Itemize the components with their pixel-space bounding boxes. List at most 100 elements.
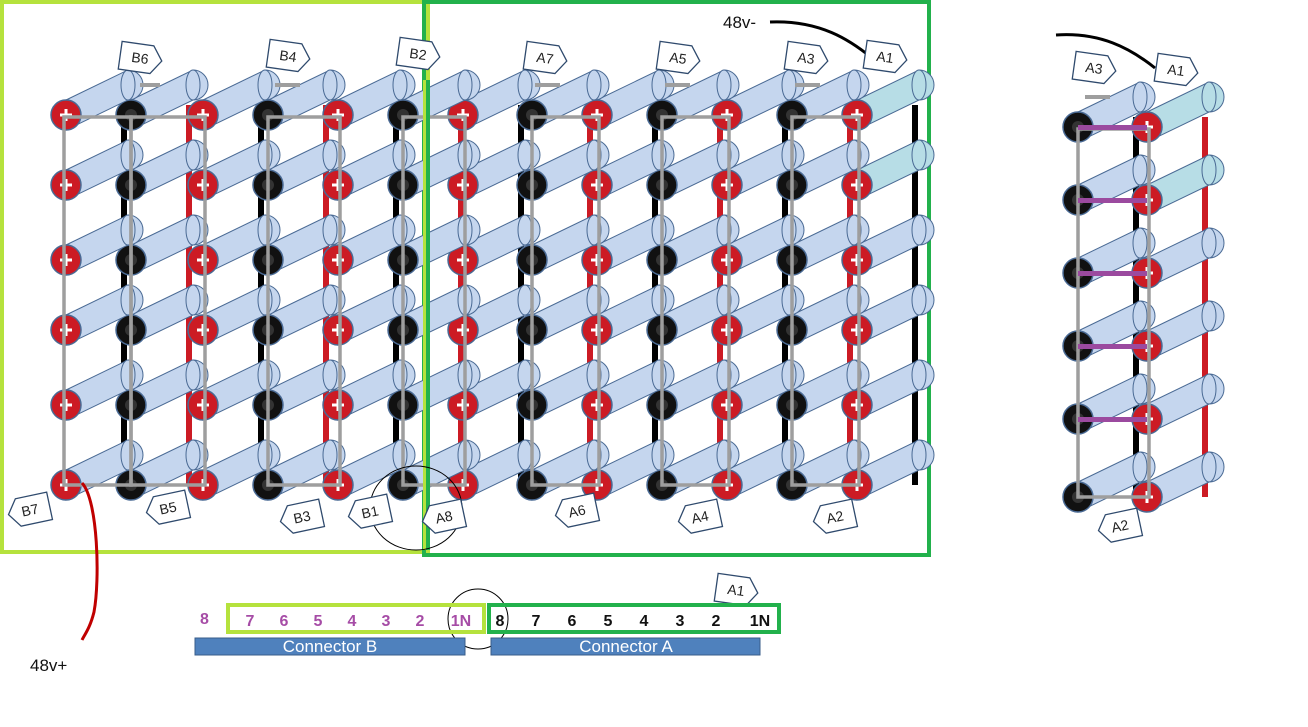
cell-far-end [781, 284, 797, 316]
battery-cell [387, 284, 481, 346]
battery-cell [646, 214, 740, 276]
tag-label: A2 [825, 507, 845, 526]
connector-a-pin: 3 [676, 613, 685, 630]
battery-cell [776, 69, 870, 131]
cell-far-end [322, 359, 338, 391]
parallel-link [1078, 125, 1147, 130]
bus-bar [401, 115, 467, 487]
cell-far-end [257, 439, 273, 471]
cell-far-end [651, 214, 667, 246]
cell-far-end [716, 69, 732, 101]
plus-sign-v [336, 399, 340, 411]
cell-far-end [185, 139, 201, 171]
negative-voltage-label: 48v- [723, 13, 756, 32]
cell-far-end [185, 284, 201, 316]
connector-b-pin: 3 [382, 613, 391, 630]
plus-sign-v [855, 109, 859, 121]
connector-b-pin: 2 [416, 613, 425, 630]
connector-b-pin: 5 [314, 613, 323, 630]
tag-shape [713, 572, 759, 607]
cell-group-tag: A1 [713, 572, 759, 607]
cell-far-end [781, 439, 797, 471]
cell-far-end [911, 139, 927, 171]
cell-far-end [120, 284, 136, 316]
cell-group-tag: B1 [347, 493, 394, 529]
bus-bar [129, 115, 207, 487]
negative-lead-wire [769, 20, 873, 60]
cell-far-end [1201, 81, 1217, 113]
plus-sign-v [855, 254, 859, 266]
plus-sign-v [461, 109, 465, 121]
plus-sign-v [725, 179, 729, 191]
cell-far-end [257, 214, 273, 246]
bus-bar [660, 115, 731, 487]
cell-far-end [392, 359, 408, 391]
tag-shape [677, 498, 724, 534]
cell-group-tag: B4 [265, 38, 311, 73]
battery-cell [841, 139, 935, 201]
cell-far-end [517, 139, 533, 171]
bus-bar [266, 115, 342, 487]
cell-far-end [322, 439, 338, 471]
tag-label: B3 [292, 507, 312, 526]
battery-cell [711, 69, 805, 131]
connector-a-bar [490, 637, 761, 656]
battery-cell [841, 359, 935, 421]
battery-cell [322, 69, 416, 131]
cell-far-end [1201, 300, 1217, 332]
tag-label: A5 [668, 49, 687, 67]
tag-label: B2 [408, 45, 427, 63]
cell-far-end [651, 439, 667, 471]
battery-cell [115, 69, 209, 131]
plus-sign-v [725, 399, 729, 411]
tag-shape [145, 489, 192, 525]
top-bus-link [140, 83, 160, 87]
connector-b-bar [194, 637, 466, 656]
cell-far-end [257, 139, 273, 171]
cell-far-end [257, 69, 273, 101]
top-bus-link [665, 83, 690, 87]
connector-a-pin: 2 [712, 613, 721, 630]
battery-cell [252, 214, 346, 276]
tag-label: B4 [278, 47, 297, 65]
cell-far-end [457, 69, 473, 101]
cell-far-end [257, 359, 273, 391]
battery-cell [711, 359, 805, 421]
cell-far-end [517, 214, 533, 246]
tag-label: A1 [726, 581, 745, 599]
plus-sign-v [336, 179, 340, 191]
battery-cell [841, 284, 935, 346]
top-bus-link [535, 83, 560, 87]
battery-cell [387, 69, 481, 131]
parallel-link [1078, 417, 1147, 422]
cell-far-end [322, 214, 338, 246]
connector-a-pin: 8 [496, 613, 505, 630]
cell-group-tag: B2 [395, 36, 441, 71]
plus-sign-v [64, 179, 68, 191]
cell-far-end [781, 69, 797, 101]
battery-cell [646, 69, 740, 131]
plus-sign-v [725, 254, 729, 266]
cell-far-end [1132, 451, 1148, 483]
parallel-link [1078, 271, 1147, 276]
cell-far-end [1201, 227, 1217, 259]
plus-sign-v [855, 399, 859, 411]
connector-b-pin: 1N [451, 613, 471, 630]
tag-shape [117, 40, 163, 75]
cell-group-tag: A3 [1071, 50, 1117, 85]
cell-far-end [392, 69, 408, 101]
battery-cell [841, 214, 935, 276]
battery-cell [447, 139, 541, 201]
battery-cell [1062, 451, 1156, 513]
cell-group-tag: A1 [1153, 52, 1199, 87]
plus-sign-v [461, 179, 465, 191]
cell-far-end [1201, 373, 1217, 405]
cell-far-end [392, 139, 408, 171]
cell-far-end [120, 139, 136, 171]
cell-group-tag: A6 [554, 492, 601, 528]
tag-shape [395, 36, 441, 71]
plus-sign-v [595, 109, 599, 121]
connector-a-pin: 5 [604, 613, 613, 630]
connector-b-outside-pin: 8 [200, 611, 209, 628]
